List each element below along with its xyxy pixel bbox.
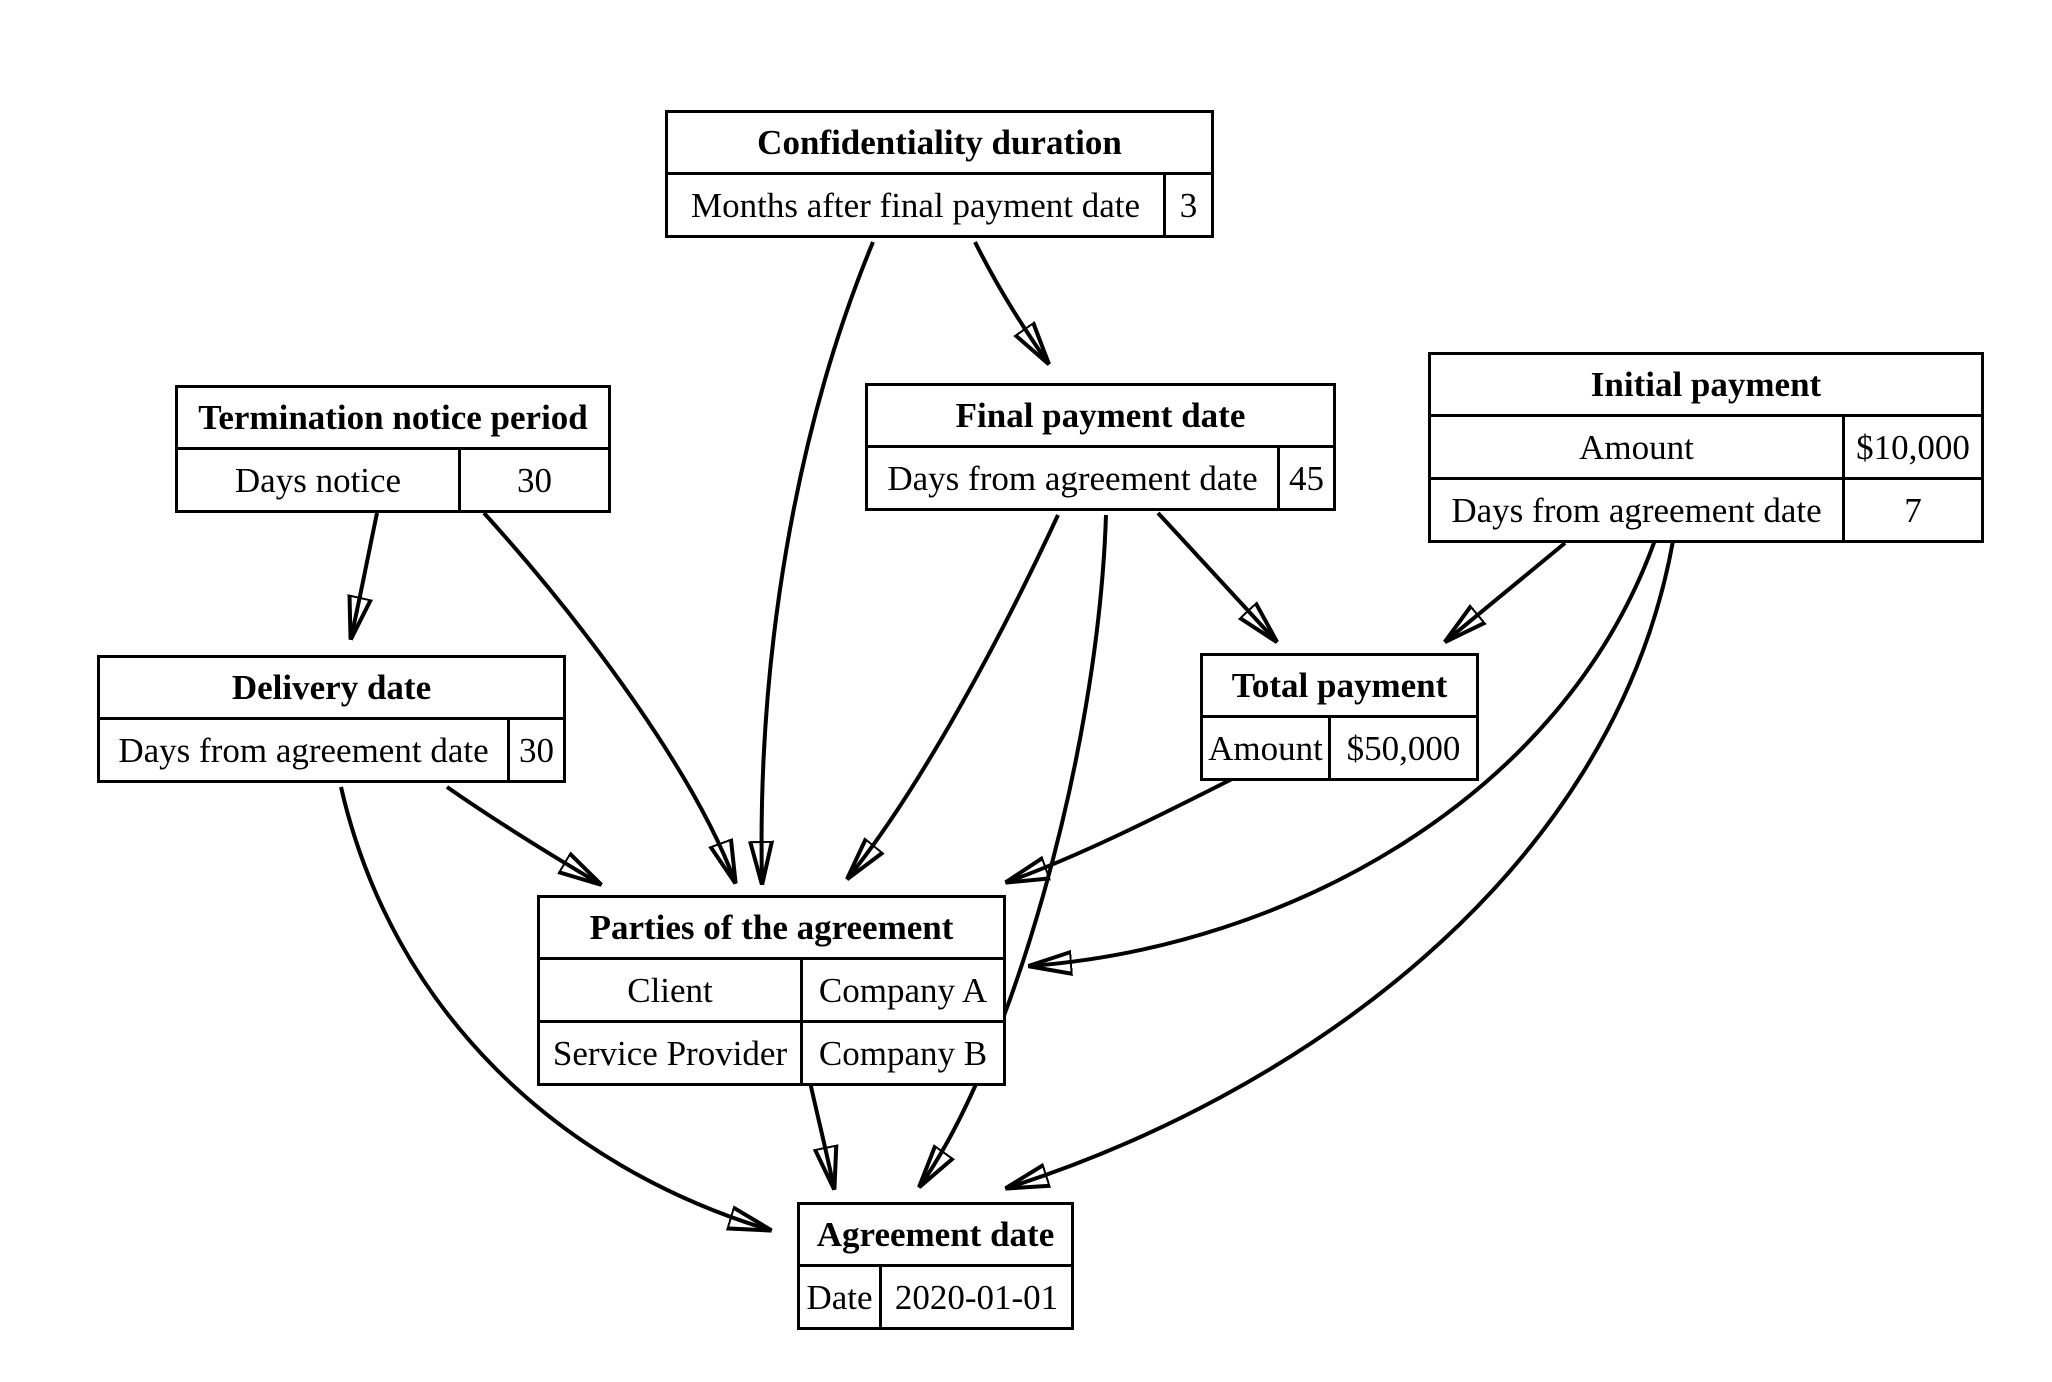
row-value: Company B [800,1023,1003,1083]
node-title: Confidentiality duration [668,113,1211,175]
arrow-confidentiality-to-final-payment [973,241,1048,363]
row-label: Days from agreement date [118,730,489,770]
table-row: Months after final payment date 3 [668,175,1211,235]
node-parties-of-the-agreement: Parties of the agreement Client Company … [537,895,1006,1086]
node-termination-notice-period: Termination notice period Days notice 30 [175,385,611,513]
row-value: $50,000 [1328,718,1476,778]
node-title: Total payment [1203,656,1476,718]
row-label: Service Provider [552,1033,788,1073]
arrow-final-payment-to-agreement-date [920,514,1108,1186]
row-label: Date [806,1277,873,1317]
row-label: Days from agreement date [1451,490,1822,530]
arrow-final-payment-to-total-payment [1156,511,1276,641]
row-value: 7 [1842,480,1981,540]
table-row: Service Provider Company B [540,1020,1003,1083]
row-label: Amount [1579,427,1694,467]
node-delivery-date: Delivery date Days from agreement date 3… [97,655,566,783]
arrow-initial-payment-to-total-payment [1446,541,1567,641]
row-label: Days notice [234,460,402,500]
node-final-payment-date: Final payment date Days from agreement d… [865,383,1336,511]
table-row: Days from agreement date 45 [868,448,1333,508]
node-initial-payment: Initial payment Amount $10,000 Days from… [1428,352,1984,543]
row-value: 45 [1277,448,1333,508]
table-row: Amount $10,000 [1431,417,1981,477]
table-row: Days from agreement date 30 [100,720,563,780]
table-row: Days from agreement date 7 [1431,477,1981,540]
arrow-termination-to-delivery [351,512,379,638]
node-title: Delivery date [100,658,563,720]
row-label: Client [627,970,713,1010]
row-value: Company A [800,960,1003,1020]
table-row: Client Company A [540,960,1003,1020]
node-agreement-date: Agreement date Date 2020-01-01 [797,1202,1074,1330]
row-label: Days from agreement date [887,458,1258,498]
arrow-final-payment-to-parties [848,514,1060,878]
node-title: Termination notice period [178,388,608,450]
arrow-initial-payment-to-parties [1030,539,1657,966]
arrow-termination-to-parties [482,511,735,882]
row-value: 30 [507,720,563,780]
row-value: $10,000 [1842,417,1981,477]
node-total-payment: Total payment Amount $50,000 [1200,653,1479,781]
node-title: Initial payment [1431,355,1981,417]
row-value: 3 [1163,175,1211,235]
table-row: Days notice 30 [178,450,608,510]
arrow-parties-to-agreement-date [808,1081,834,1188]
arrow-confidentiality-to-parties [762,241,875,883]
node-title: Agreement date [800,1205,1071,1267]
arrow-initial-payment-to-agreement-date [1007,540,1675,1188]
arrow-delivery-to-agreement-date [339,786,770,1230]
table-row: Amount $50,000 [1203,718,1476,778]
row-value: 2020-01-01 [879,1267,1071,1327]
node-confidentiality-duration: Confidentiality duration Months after fi… [665,110,1214,238]
row-label: Amount [1208,728,1323,768]
arrow-delivery-to-parties [445,785,600,884]
node-title: Parties of the agreement [540,898,1003,960]
node-title: Final payment date [868,386,1333,448]
row-value: 30 [458,450,608,510]
table-row: Date 2020-01-01 [800,1267,1071,1327]
arrow-total-payment-to-parties [1007,777,1233,882]
row-label: Months after final payment date [690,185,1141,225]
